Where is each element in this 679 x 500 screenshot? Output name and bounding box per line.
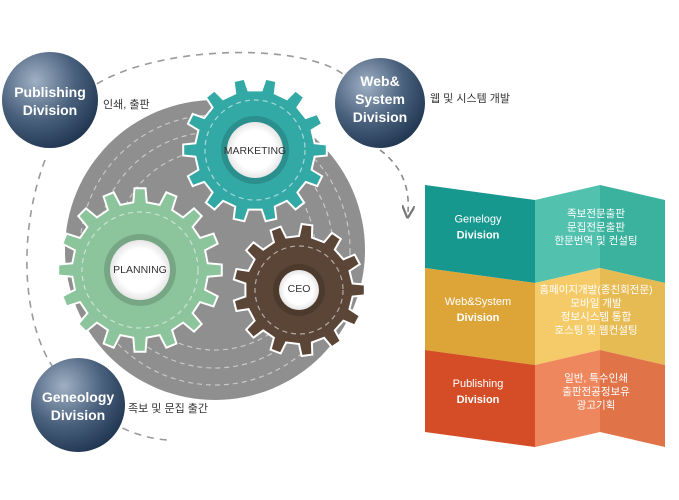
geneology-node-line2: Division <box>51 407 105 423</box>
panel-row-subtitle: Division <box>457 394 500 406</box>
panel-service-item: 호스팅 및 웹컨설팅 <box>554 324 637 336</box>
panel-service-item: 문집전문출판 <box>567 222 625 234</box>
panel-service-item: 모바일 개발 <box>570 296 622 309</box>
planning-gear-hub <box>110 240 170 300</box>
panel-segment-shade <box>600 268 665 365</box>
panel-segment <box>425 185 535 283</box>
panel-segment-shade <box>600 350 665 447</box>
panel-service-item: 정보시스템 통합 <box>561 311 632 323</box>
publishing-caption: 인쇄, 출판 <box>103 98 150 111</box>
geneology-caption: 족보 및 문집 출간 <box>128 402 208 415</box>
orbit-dashed-path-left <box>26 159 56 371</box>
planning-gear <box>57 187 223 353</box>
panel-row-subtitle: Division <box>457 312 500 324</box>
panel-segment-shade <box>425 268 535 365</box>
panel-segment-shade <box>425 350 535 447</box>
panel-service-item: 광고기획 <box>577 400 616 412</box>
panel-segment <box>600 185 665 283</box>
panel-segment-shade <box>535 185 600 283</box>
marketing-gear-hub <box>227 122 283 178</box>
publishing-node-line1: Publishing <box>14 84 86 100</box>
ceo-gear-stitch <box>254 245 344 335</box>
panel-service-item: 한문번역 및 컨설팅 <box>554 235 637 247</box>
panel-row-title: Publishing <box>453 378 504 390</box>
orbit-dashed-path <box>61 51 356 136</box>
web-node-line1: Web& <box>360 73 399 89</box>
panel-service-item: 일반, 특수인쇄 <box>564 372 628 385</box>
panel-segment <box>600 350 665 447</box>
publishing-division-node: Publishing Division <box>2 52 98 148</box>
web-node-line3: Division <box>353 109 407 125</box>
panel-segment <box>535 268 600 365</box>
panel-segment-shade <box>535 350 600 447</box>
planning-gear-label: PLANNING <box>113 264 167 276</box>
marketing-gear <box>182 77 328 223</box>
panel-service-item: 족보전문출판 <box>567 208 625 220</box>
panel-segment-shade <box>600 185 665 283</box>
panel-service-item: 출판전공정보유 <box>562 386 630 398</box>
panel-row-subtitle: Division <box>457 230 500 242</box>
web-system-division-node: Web& System Division <box>335 58 425 148</box>
panel-segment <box>535 185 600 283</box>
panel-segment <box>425 350 535 447</box>
panel-row-title: Genelogy <box>454 214 502 226</box>
panel-segment-shade <box>425 185 535 283</box>
web-caption: 웹 및 시스템 개발 <box>430 92 510 105</box>
marketing-gear-stitch <box>204 99 306 201</box>
panel-segment <box>535 350 600 447</box>
flow-arrow <box>379 149 408 212</box>
marketing-gear-label: MARKETING <box>224 145 286 157</box>
planning-gear-stitch <box>81 211 199 329</box>
web-node-line2: System <box>355 91 405 107</box>
publishing-node-line2: Division <box>23 102 77 118</box>
panel-segment <box>600 268 665 365</box>
orbit-dashed-path-bottom <box>99 414 171 441</box>
panel-row-title: Web&System <box>445 296 511 308</box>
geneology-node-line1: Geneology <box>42 389 115 405</box>
ceo-gear-label: CEO <box>288 283 311 295</box>
geneology-division-node: Geneology Division <box>31 358 125 452</box>
ceo-gear-hub <box>279 270 319 310</box>
panel-segment-shade <box>535 268 600 365</box>
panel-segment <box>425 268 535 365</box>
panel-service-item: 홈페이지개발(종친회전문) <box>539 283 652 296</box>
ceo-gear <box>232 222 366 358</box>
